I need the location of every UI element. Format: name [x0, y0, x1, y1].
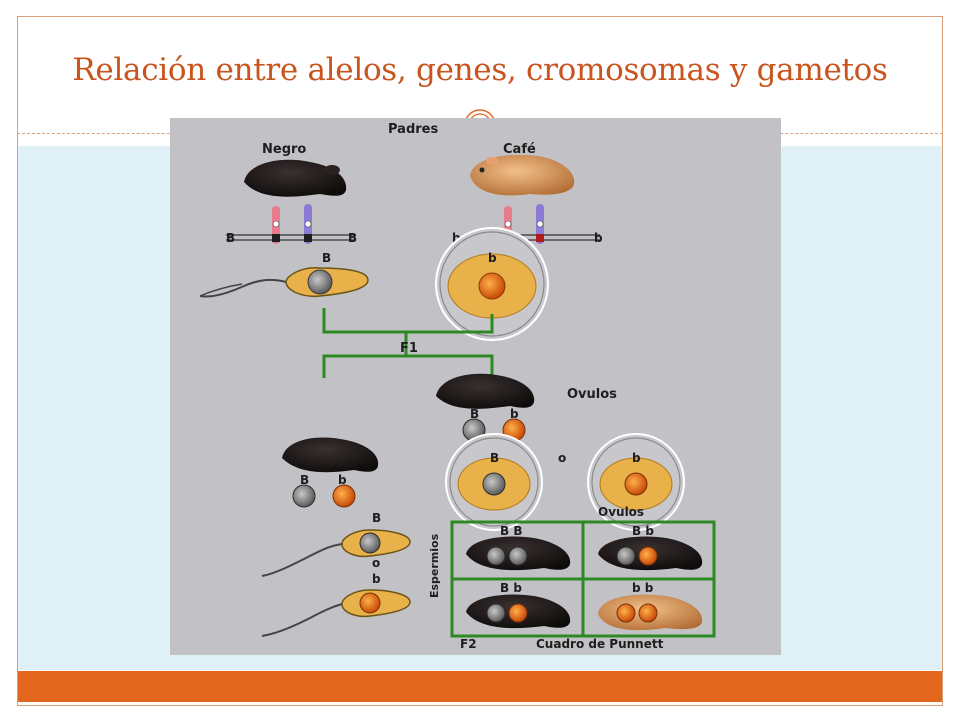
footer-bar — [18, 671, 942, 702]
label-cell-BB: B B — [500, 524, 522, 538]
genetics-diagram: Padres Negro Café B B b b B — [170, 118, 781, 655]
punnett-cell-bb — [598, 594, 703, 631]
label-sperm-b2: b — [372, 572, 381, 586]
allele-circle-b-male — [332, 484, 356, 508]
punnett-cell-Bb-2 — [466, 594, 571, 629]
label-f2: F2 — [460, 637, 477, 651]
label-ovulos-f1: Ovulos — [567, 387, 617, 402]
cross-lines — [322, 308, 494, 378]
label-egg-B: B — [490, 451, 499, 465]
label-padres: Padres — [388, 122, 438, 137]
label-egg-b-f1: b — [632, 451, 641, 465]
label-ovulos-punnett: Ovulos — [598, 505, 644, 519]
allele-B-left: B — [226, 231, 235, 245]
egg-cell-b-parent — [435, 227, 549, 341]
label-negro: Negro — [262, 142, 306, 157]
black-guinea-pig-f1-male — [282, 437, 379, 473]
label-cafe: Café — [503, 142, 536, 157]
label-cell-Bb-2: B b — [500, 581, 522, 595]
egg-cell-B-f1 — [445, 433, 543, 531]
sperm-cell-B — [199, 267, 369, 298]
sperm-cell-B-f1 — [261, 529, 411, 577]
label-sperm-B: B — [322, 251, 331, 265]
punnett-grid — [450, 520, 716, 638]
brown-guinea-pig-parent — [470, 154, 575, 196]
label-egg-o: o — [558, 451, 566, 465]
label-cuadro-punnett: Cuadro de Punnett — [536, 637, 664, 651]
label-f1-female-B: B — [470, 407, 479, 421]
label-sperm-o: o — [372, 556, 380, 570]
allele-circle-B-male — [292, 484, 316, 508]
allele-b-right: b — [594, 231, 603, 245]
slide-title: Relación entre alelos, genes, cromosomas… — [72, 52, 888, 88]
label-egg-b: b — [488, 251, 497, 265]
label-f1-male-B: B — [300, 473, 309, 487]
label-cell-bb: b b — [632, 581, 654, 595]
label-f1: F1 — [400, 341, 418, 356]
label-f1-male-b: b — [338, 473, 347, 487]
label-espermios: Espermios — [428, 533, 441, 598]
chromosome-pair-left — [226, 204, 356, 244]
label-cell-Bb-1: B b — [632, 524, 654, 538]
slide-frame — [17, 16, 943, 706]
sperm-cell-b-f1 — [261, 589, 411, 637]
allele-B-right: B — [348, 231, 357, 245]
egg-cell-b-f1 — [587, 433, 685, 531]
label-f1-female-b: b — [510, 407, 519, 421]
label-sperm-B2: B — [372, 511, 381, 525]
black-guinea-pig-parent — [244, 159, 347, 197]
allele-b-left: b — [452, 231, 461, 245]
punnett-cell-Bb-1 — [598, 536, 703, 571]
black-guinea-pig-f1-female — [436, 373, 535, 409]
punnett-cell-BB — [466, 536, 571, 571]
